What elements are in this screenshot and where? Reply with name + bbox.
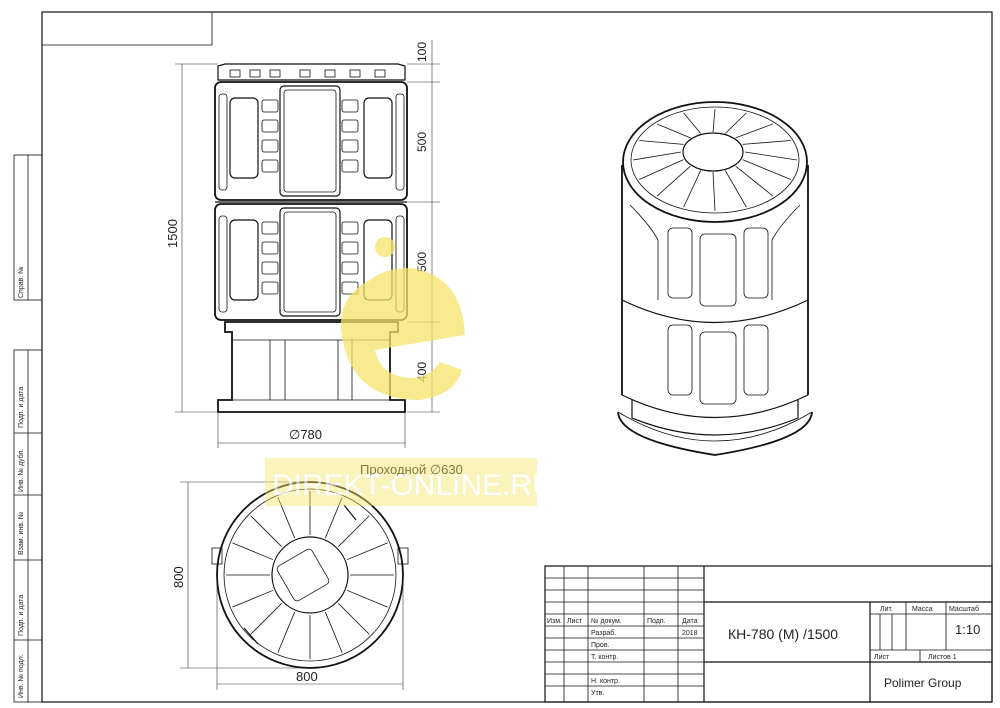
dim-cap-height: 100 xyxy=(415,42,429,62)
tb-date: 2018 xyxy=(682,630,698,637)
dimension-total-height: 1500 xyxy=(165,63,218,413)
iso-lid-rib-line xyxy=(656,165,691,197)
lid-rib-line xyxy=(324,497,343,539)
tb-header: Лист xyxy=(567,618,583,625)
tb-lit-label: Лит. xyxy=(880,606,893,613)
title-block: Изм. Лист № докум. Подп. Дата Разраб. 20… xyxy=(544,565,993,703)
tb-company: Polimer Group xyxy=(884,676,962,690)
top-view: 800 800 Проходной ∅630 xyxy=(171,462,463,690)
dim-passage-diameter: Проходной ∅630 xyxy=(360,462,463,477)
tb-designation: КН-780 (М) /1500 xyxy=(728,626,838,642)
dim-total-height: 1500 xyxy=(165,219,180,248)
dim-top-view-width: 800 xyxy=(296,669,318,684)
iso-lid-rib-line xyxy=(712,108,716,133)
tb-header: Дата xyxy=(682,618,698,625)
lid-rib-line xyxy=(338,603,370,635)
tb-scale-label: Масштаб xyxy=(949,605,979,613)
tb-role: Пров. xyxy=(591,642,610,649)
side-stamp-label: Подп. и дата xyxy=(18,387,25,428)
lid-rib-line xyxy=(346,542,388,561)
lid-rib-line xyxy=(346,589,388,608)
dimension-chain-right: 100 500 500 400 xyxy=(407,40,440,413)
tb-header: № докум. xyxy=(591,618,622,625)
iso-lid-rib-line xyxy=(735,123,774,139)
isometric-view xyxy=(617,101,813,456)
iso-lid-rib-line xyxy=(724,112,747,134)
side-stamp-label: Инв. № дубл. xyxy=(17,449,25,492)
lid-rib-line xyxy=(250,515,282,547)
iso-lid-rib-line xyxy=(656,123,691,139)
lid-rib-line xyxy=(250,603,282,635)
iso-lid-rib-line xyxy=(735,165,774,197)
lid-rib-line xyxy=(324,611,343,653)
lid-rib-line xyxy=(232,542,274,561)
drawing-frame xyxy=(41,11,993,703)
iso-lid-rib-line xyxy=(632,151,682,161)
iso-lid-rib-line xyxy=(683,112,702,134)
watermark-text: DIREKT-ONLINE.RU xyxy=(272,469,554,502)
tb-role: Т. контр. xyxy=(591,654,618,661)
iso-lid-rib-line xyxy=(683,170,702,208)
dim-lower-ring: 500 xyxy=(415,252,429,272)
iso-lid-rib-line xyxy=(742,159,791,180)
iso-lid-rib-line xyxy=(712,171,716,212)
side-stamp-label: Инв. № подл. xyxy=(18,654,25,698)
side-stamp-label: Взам. инв. № xyxy=(18,512,25,555)
iso-lid-rib-line xyxy=(744,151,798,161)
tb-sheet-label: Лист xyxy=(874,654,890,661)
iso-lid-rib-line xyxy=(639,159,684,180)
lid-rib-line xyxy=(338,515,370,547)
lid-rib-line xyxy=(277,497,296,539)
iso-lid-rib-line xyxy=(724,170,747,208)
lid-rib-line xyxy=(277,611,296,653)
tb-sheets-label: Листов 1 xyxy=(928,654,957,661)
tb-header: Изм. xyxy=(547,618,562,625)
dim-top-view-height: 800 xyxy=(171,566,186,588)
side-stamp-label: Подп. и дата xyxy=(18,595,25,636)
iso-lid-rib-line xyxy=(639,140,684,145)
well-cap xyxy=(217,63,406,81)
watermark: DIREKT-ONLINE.RU xyxy=(265,237,554,506)
dim-diameter: ∅780 xyxy=(289,427,322,442)
upper-ring xyxy=(214,81,408,201)
side-stamp-label: Справ. № xyxy=(18,266,25,298)
tb-role: Утв. xyxy=(591,690,604,697)
lower-ring xyxy=(214,201,408,321)
top-left-stamp-box xyxy=(42,12,213,46)
tb-role: Разраб. xyxy=(591,629,616,637)
dimension-diameter: ∅780 xyxy=(217,412,406,448)
tb-mass-label: Масса xyxy=(912,606,933,613)
tb-scale-value: 1:10 xyxy=(955,622,980,637)
iso-lid-rib-line xyxy=(742,140,791,145)
tb-header: Подп. xyxy=(647,618,666,625)
lid-rib-line xyxy=(232,589,274,608)
tb-role: Н. контр. xyxy=(591,678,620,685)
side-stamp: Справ. № Подп. и дата Инв. № дубл. Взам.… xyxy=(13,154,43,703)
dim-upper-ring: 500 xyxy=(415,132,429,152)
